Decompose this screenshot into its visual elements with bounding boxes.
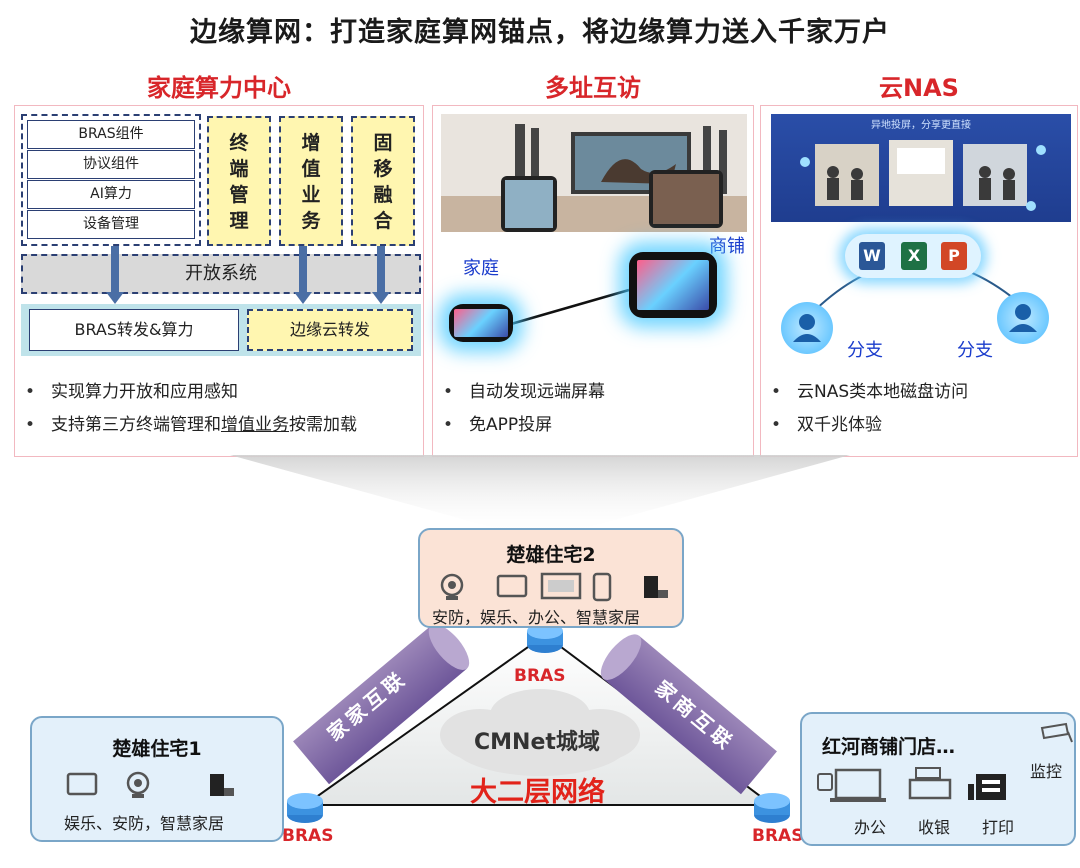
- monitor-label: 监控: [1030, 762, 1063, 781]
- bullet-item: 支持第三方终端管理和增值业务按需加载: [25, 409, 423, 442]
- node-honghe-shop: 红河商铺门店… 监控 办公 收银 打印: [800, 712, 1076, 846]
- panel-cloud-nas: 异地投屏，分享更直接 W X P 分支 分支 云NAS类本地磁盘访问 双千兆体验: [760, 105, 1078, 457]
- device-label-office: 办公: [854, 818, 887, 837]
- bullet-item: 实现算力开放和应用感知: [25, 376, 423, 409]
- stack-item-device-mgmt: 设备管理: [27, 210, 195, 239]
- edge-cloud-forwarding-box: 边缘云转发: [247, 309, 413, 351]
- stack-item-protocol: 协议组件: [27, 150, 195, 179]
- node-chuxiong-home-1: 楚雄住宅1 娱乐、安防，智慧家居: [30, 716, 284, 842]
- network-diagram: [230, 455, 850, 823]
- device-label-cashier: 收银: [918, 818, 951, 837]
- node-title: 红河商铺门店…: [822, 736, 956, 758]
- device-icons: [440, 572, 668, 602]
- bras-forwarding-box: BRAS转发&算力: [29, 309, 239, 351]
- node-subtitle: 安防，娱乐、办公、智慧家居: [432, 608, 641, 627]
- word-icon: W: [859, 242, 885, 270]
- device-icons: [66, 771, 234, 798]
- cmnet-label: CMNet城域: [474, 730, 600, 755]
- section-title-multi-access: 多址互访: [545, 74, 641, 102]
- section-title-cloud-nas: 云NAS: [879, 74, 959, 102]
- bullet-list: 云NAS类本地磁盘访问 双千兆体验: [761, 376, 1077, 442]
- bras-router-icon: [754, 793, 790, 823]
- device-icons: [817, 767, 1006, 802]
- bullet-item: 自动发现远端屏幕: [443, 376, 753, 409]
- connection-line: [510, 288, 630, 326]
- node-title: 楚雄住宅2: [506, 544, 596, 566]
- node-subtitle: 娱乐、安防，智慧家居: [64, 814, 225, 833]
- bullet-item: 云NAS类本地磁盘访问: [771, 376, 1077, 409]
- stack-item-ai: AI算力: [27, 180, 195, 209]
- node-chuxiong-home-2: 楚雄住宅2 安防，娱乐、办公、智慧家居: [418, 528, 684, 628]
- layer2-network-label: 大二层网络: [470, 777, 605, 808]
- branch-user-icon: [997, 292, 1049, 344]
- panel-home-compute: BRAS组件 协议组件 AI算力 设备管理 终端管理 增值业务 固移融合 开放系…: [14, 105, 424, 457]
- bras-label-top: BRAS: [514, 666, 566, 686]
- label-home: 家庭: [463, 258, 499, 279]
- vbox-terminal-mgmt: 终端管理: [207, 116, 271, 246]
- remote-projection-photo: 异地投屏，分享更直接: [771, 114, 1071, 222]
- forwarding-layer: BRAS转发&算力 边缘云转发: [21, 304, 421, 356]
- shop-screen-icon: [629, 252, 717, 318]
- camera-icon: [1040, 722, 1073, 743]
- component-stack: BRAS组件 协议组件 AI算力 设备管理: [21, 114, 201, 246]
- panel-multi-access: 家庭 商铺 自动发现远端屏幕 免APP投屏: [432, 105, 754, 457]
- stack-item-bras: BRAS组件: [27, 120, 195, 149]
- excel-icon: X: [901, 242, 927, 270]
- label-shop: 商铺: [709, 236, 745, 257]
- vbox-fixed-mobile: 固移融合: [351, 116, 415, 246]
- bras-router-icon: [287, 793, 323, 823]
- section-title-home-compute: 家庭算力中心: [147, 74, 291, 102]
- node-title: 楚雄住宅1: [112, 738, 202, 760]
- label-branch-right: 分支: [957, 340, 993, 361]
- bras-label-right: BRAS: [752, 826, 804, 846]
- branch-user-icon: [781, 302, 833, 354]
- office-apps-bar: W X P: [845, 234, 981, 278]
- open-system-bar: 开放系统: [21, 254, 421, 294]
- living-room-photo: [441, 114, 747, 232]
- vbox-value-added: 增值业务: [279, 116, 343, 246]
- bullet-item: 双千兆体验: [771, 409, 1077, 442]
- page-title: 边缘算网：打造家庭算网锚点，将边缘算力送入千家万户: [190, 17, 890, 48]
- bras-label-left: BRAS: [282, 826, 334, 846]
- bullet-item: 免APP投屏: [443, 409, 753, 442]
- bullet-list: 实现算力开放和应用感知 支持第三方终端管理和增值业务按需加载: [15, 376, 423, 442]
- powerpoint-icon: P: [941, 242, 967, 270]
- bullet-list: 自动发现远端屏幕 免APP投屏: [433, 376, 753, 442]
- photo-caption: 异地投屏，分享更直接: [871, 120, 971, 131]
- home-screen-icon: [449, 304, 513, 342]
- label-branch-left: 分支: [847, 340, 883, 361]
- device-label-print: 打印: [982, 818, 1015, 837]
